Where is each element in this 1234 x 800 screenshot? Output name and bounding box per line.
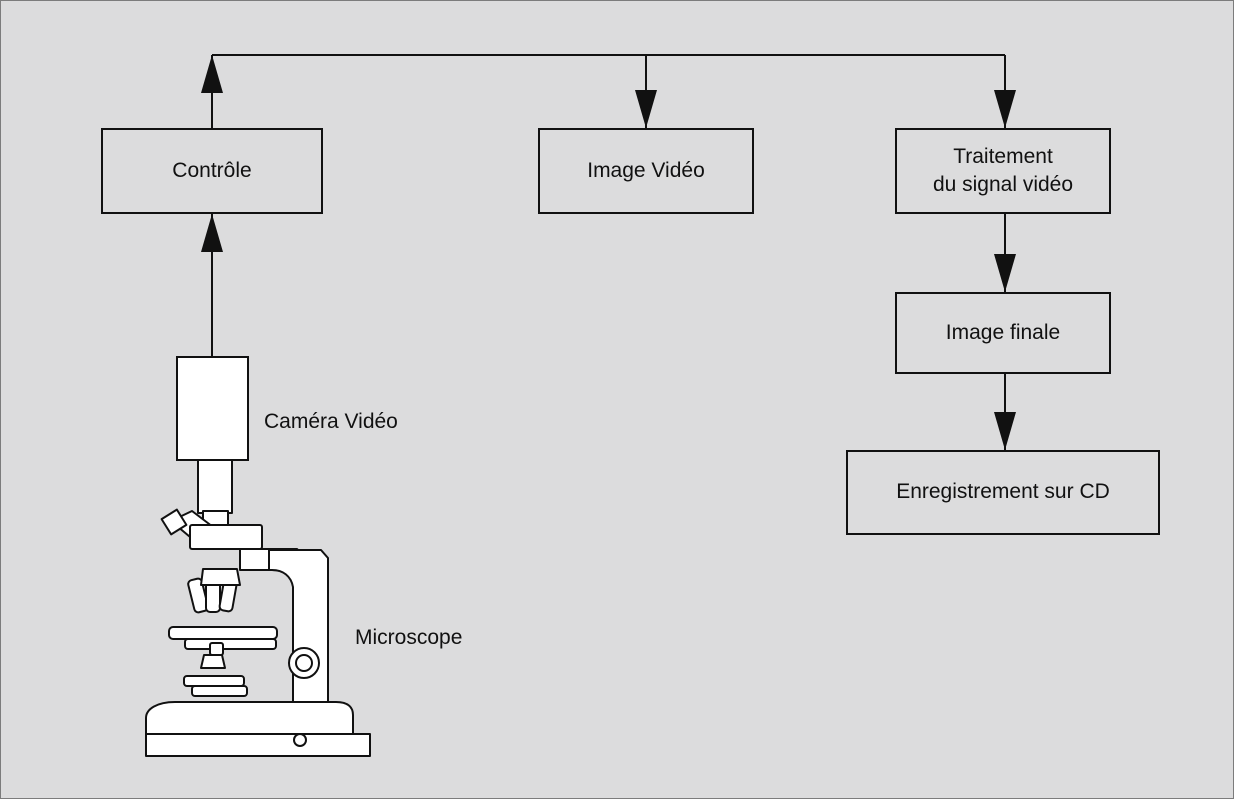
video-camera-label: Caméra Vidéo (264, 410, 398, 433)
microscope-lower-stage (183, 675, 245, 687)
video-image-label: Image Vidéo (587, 158, 705, 182)
microscope-base-screw (293, 733, 307, 747)
microscope-head (189, 524, 263, 550)
microscope-tube-upper (197, 459, 233, 514)
final-image-label: Image finale (945, 320, 1061, 344)
microscope-base-bottom (145, 733, 371, 757)
video-image-box: Image Vidéo (538, 128, 754, 214)
processing-to-final-arrowhead (994, 254, 1016, 292)
cd-recording-box: Enregistrement sur CD (846, 450, 1160, 535)
microscope-objective-housing (200, 568, 241, 586)
cd-recording-label: Enregistrement sur CD (896, 480, 1110, 504)
microscope-condenser-block (209, 642, 224, 656)
control-up-arrowhead (201, 55, 223, 93)
video-camera-body (176, 356, 249, 461)
microscope-lower-stage-2 (191, 685, 248, 697)
control-box: Contrôle (101, 128, 323, 214)
microscope-stage-upper (168, 626, 278, 640)
microscope-objective-left (187, 577, 210, 614)
camera-to-control-arrowhead (201, 214, 223, 252)
microscope-illustration (145, 459, 371, 757)
control-label: Contrôle (172, 158, 252, 182)
processing-down-arrowhead (994, 90, 1016, 128)
microscope-focus-knob-center (295, 654, 313, 672)
final-image-box: Image finale (895, 292, 1111, 374)
video-camera-illustration (176, 356, 249, 461)
microscope-label: Microscope (355, 626, 463, 649)
microscope-eyepiece-ring (160, 508, 188, 536)
microscope-stage-lower (184, 638, 277, 650)
microscope-condenser (200, 654, 226, 669)
video-image-down-arrowhead (635, 90, 657, 128)
microscope-arm-front (268, 549, 329, 709)
signal-processing-box: Traitement du signal vidéo (895, 128, 1111, 214)
signal-processing-label: Traitement du signal vidéo (932, 144, 1074, 196)
final-to-cd-arrowhead (994, 412, 1016, 450)
microscope-base-top (145, 701, 354, 735)
